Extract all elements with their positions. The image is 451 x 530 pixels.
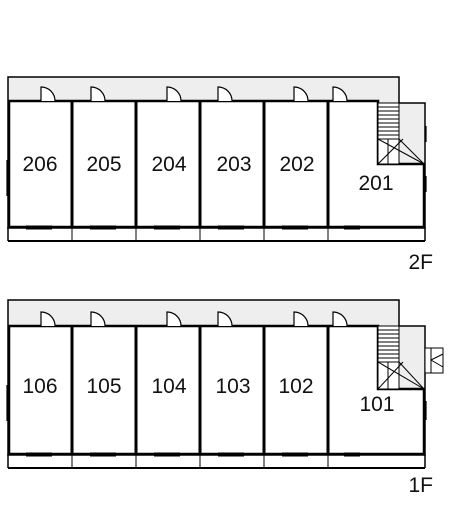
floor-2f: 206 205 204 203 202 201 2F (6, 76, 433, 274)
room-number: 203 (216, 153, 251, 176)
room-number: 101 (359, 393, 394, 416)
floor-label: 1F (408, 474, 433, 497)
windows-2f (26, 225, 360, 230)
room-block-1f (9, 326, 424, 454)
room-number: 102 (278, 375, 313, 398)
wall-ticks-1f (6, 385, 427, 421)
door-swing-icon (40, 86, 348, 102)
staircase-icon (377, 325, 425, 390)
staircase-icon (377, 102, 425, 165)
room-number: 204 (151, 153, 186, 176)
room-number: 106 (22, 375, 57, 398)
balcony-2f (7, 227, 426, 242)
room-number: 105 (86, 375, 121, 398)
windows-1f (26, 452, 360, 457)
balcony-1f (7, 454, 426, 469)
door-swing-icon (40, 311, 348, 327)
floor-1f: 106 105 104 103 102 101 1F (6, 299, 444, 497)
floor-label: 2F (408, 251, 433, 274)
room-number: 202 (279, 153, 314, 176)
entrance-steps-icon (424, 347, 444, 374)
room-block-2f (9, 101, 424, 227)
partitions-2f (70, 101, 330, 227)
partitions-1f (70, 326, 330, 454)
room-number: 205 (86, 153, 121, 176)
room-number: 104 (151, 375, 186, 398)
room-number: 201 (358, 172, 393, 195)
wall-ticks-2f (6, 126, 427, 196)
room-number: 103 (215, 375, 250, 398)
room-number: 206 (22, 153, 57, 176)
